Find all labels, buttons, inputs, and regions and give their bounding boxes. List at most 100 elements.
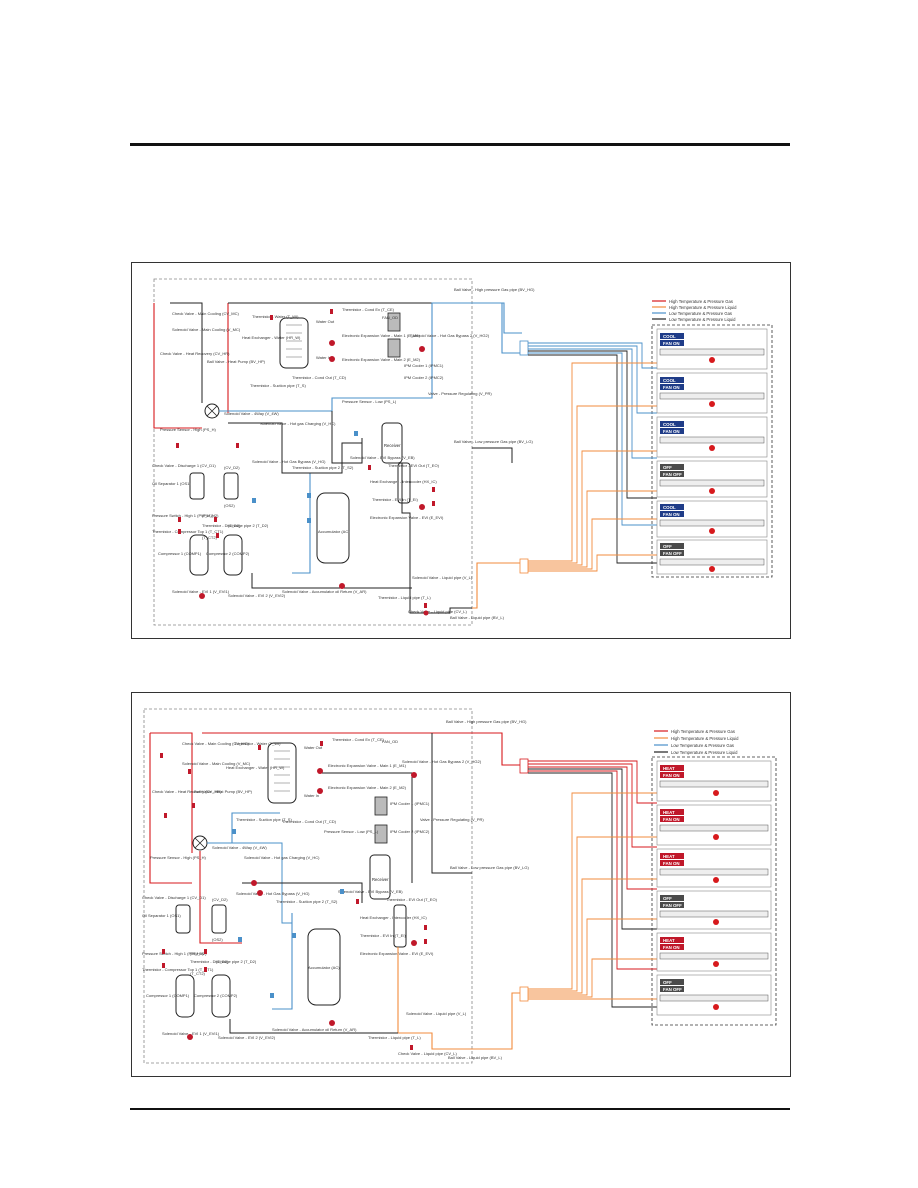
label-cv-d1: Check Valve - Discharge 1 (CV_D1) [142,895,206,900]
label-cv-hr: Check Valve - Heat Recovery (CV_HR) [152,789,222,794]
label-t-cond: Thermistor - Cond Ex (T_CE) [342,307,395,312]
indoor-unit-3 [656,416,768,458]
liquid-header-icon [519,986,529,1002]
label-sv-hgb: Solenoid Valve - Hot Gas Bypass 2 (V_HG2… [402,759,482,764]
label-hx-hr: Heat Exchanger - Water (HR_W) [226,765,285,770]
liquid-line [401,463,472,614]
label-os1: Oil Separator 1 (OS1) [142,913,181,918]
label-t-ct2: (T_CT2) [190,971,206,976]
label-t-ct1: Thermistor - Compressor Top 1 (T_CT1) [142,967,214,972]
iu4-mode: OFF [663,465,672,470]
indoor-unit-4 [656,460,768,498]
label-ipm2: IPM Cooler 2 (IPMC2) [390,829,430,834]
oil-return-line [229,1019,398,1034]
label-sv-hgb: Solenoid Valve - Hot Gas Bypass 2 (V_HG2… [410,333,490,338]
label-cv-hr: Check Valve - Heat Recovery (CV_HR) [160,351,230,356]
label-accum: Accumulator (AC) [318,529,350,534]
discharge-line [199,851,242,944]
label-pw-h2: (PW_H2) [202,513,219,518]
compressor-2-icon [223,534,243,576]
indoor-units-frame [651,756,777,1026]
liquid-pipe-out [472,562,522,609]
label-cv-mc: Check Valve - Main Cooling (CV_MC) [172,311,240,316]
label-bv-hp: Ball Valve - Heat Pump (BV_HP) [207,359,266,364]
liquid-header-icon [519,558,529,574]
evi-heat-exchanger-icon [393,904,407,948]
label-comp2: Compressor 2 (COMP2) [194,993,238,998]
liquid-pipe-out [502,992,522,1050]
label-t-wi: Thermistor - Water (T_WI) [234,741,281,746]
oil-separator-1-icon [175,904,191,934]
label-t-dis: Thermistor - Discharge pipe 2 (T_D2) [190,959,257,964]
iu1-mode: COOL [663,334,676,339]
label-eev-m1: Electronic Expansion Valve - Main 1 (E_M… [342,333,421,338]
iu5-fan: FAN ON [663,945,680,950]
label-water-in: Water In [304,793,319,798]
label-bv-lp: Ball Valve - Low pressure Gas pipe (BV_L… [450,865,530,870]
label-ps-high: Pressure Sensor - High (PS_H) [160,427,216,432]
low-pressure-gas-pipe [472,447,513,463]
label-sv-hgc: Solenoid Valve - Hot gas Charging (V_HC) [260,421,336,426]
indoor-unit-2 [656,804,772,846]
iu5-fan: FAN ON [663,512,680,517]
label-ipm1: IPM Cooler 1 (IPMC1) [404,363,444,368]
label-v-pr: Valve - Pressure Regulating (V_PR) [428,391,492,396]
iu2-fan: FAN ON [663,817,680,822]
legend-lp-gas: Low Temperature & Pressure Gas [669,311,732,316]
sensor-markers [232,829,344,998]
label-cv-mc: Check Valve - Main Cooling (CV_MC) [182,741,250,746]
eev-line [322,772,413,883]
fan-badge [660,340,684,346]
label-accum: Accumulator (AC) [308,965,340,970]
legend-hp-gas: High Temperature & Pressure Gas [669,299,733,304]
label-v-pr: Valve - Pressure Regulating (V_PR) [420,817,484,822]
indoor-unit-5 [656,932,772,972]
label-bv-hg: Ball Valve - High pressure Gas pipe (BV_… [446,719,527,724]
label-receiver: Receiver [384,443,401,448]
suction-line [292,473,311,574]
heat-exchanger-coil-icon [286,324,302,358]
label-receiver: Receiver [372,877,389,882]
four-way-valve-cross-icon [194,837,206,849]
high-pressure-gas-pipe [202,732,522,766]
label-bv-hg: Ball Valve - High pressure Gas pipe (BV_… [454,287,535,292]
iu4-mode: OFF [663,896,672,901]
label-t-evi-out: Thermistor - EVI Out (T_EO) [386,897,438,902]
label-bv-lp: Ball Valve - Low pressure Gas pipe (BV_L… [454,439,534,444]
label-pw-h2: (PW_H2) [190,951,207,956]
heating-mode-diagram: HEAT FAN ON HEAT FAN ON HEAT FAN ON OFF … [131,692,791,1077]
label-comp1: Compressor 1 (COMP1) [146,993,190,998]
label-hx-hr: Heat Exchanger - Water (HR_W) [242,335,301,340]
label-os2: (OS2) [212,937,223,942]
label-ipm2: IPM Cooler 2 (IPMC2) [404,375,444,380]
heating-refrigerant-cycle: HEAT FAN ON HEAT FAN ON HEAT FAN ON OFF … [142,708,777,1064]
indoor-unit-6 [656,974,772,1016]
oil-separator-1-icon [189,472,205,500]
label-t-liq: Thermistor - Liquid pipe (T_L) [378,595,431,600]
iu5-mode: COOL [663,505,676,510]
label-sv-mc: Solenoid Valve - Main Cooling (V_MC) [172,327,241,332]
label-sv-evi1: Solenoid Valve - EVI 1 (V_EVI1) [172,589,230,594]
label-os2: (OS2) [224,503,235,508]
valve-markers [160,741,427,1050]
main-gas-line [150,732,193,853]
iu6-mode: OFF [663,544,672,549]
label-cv-liq: Check Valve - Liquid pipe (CV_L) [398,1051,458,1056]
indoor-unit-1 [656,760,772,802]
accumulator-line [310,442,362,474]
ipm-cooler-2-icon [374,824,388,844]
iu2-mode: HEAT [663,810,675,815]
label-cv-d2: (CV_D2) [224,465,240,470]
low-pressure-gas-line [219,302,522,412]
label-fan: FAN_OD [382,315,398,320]
bypass-line [228,422,310,474]
label-cv-d1: Check Valve - Discharge 1 (CV_D1) [152,463,216,468]
label-hx-evi: Heat Exchanger - Intercooler (HX_IC) [370,479,437,484]
bypass-line [242,882,363,903]
label-cv-liq: Check Valve - Liquid pipe (CV_L) [408,609,468,614]
indoor-unit-5 [656,500,768,538]
label-fan: FAN_OD [382,739,398,744]
label-sv-acc: Solenoid Valve - Accumulator oil Return … [282,589,367,594]
indoor-unit-1 [656,328,768,370]
accumulator-icon [307,928,341,1006]
